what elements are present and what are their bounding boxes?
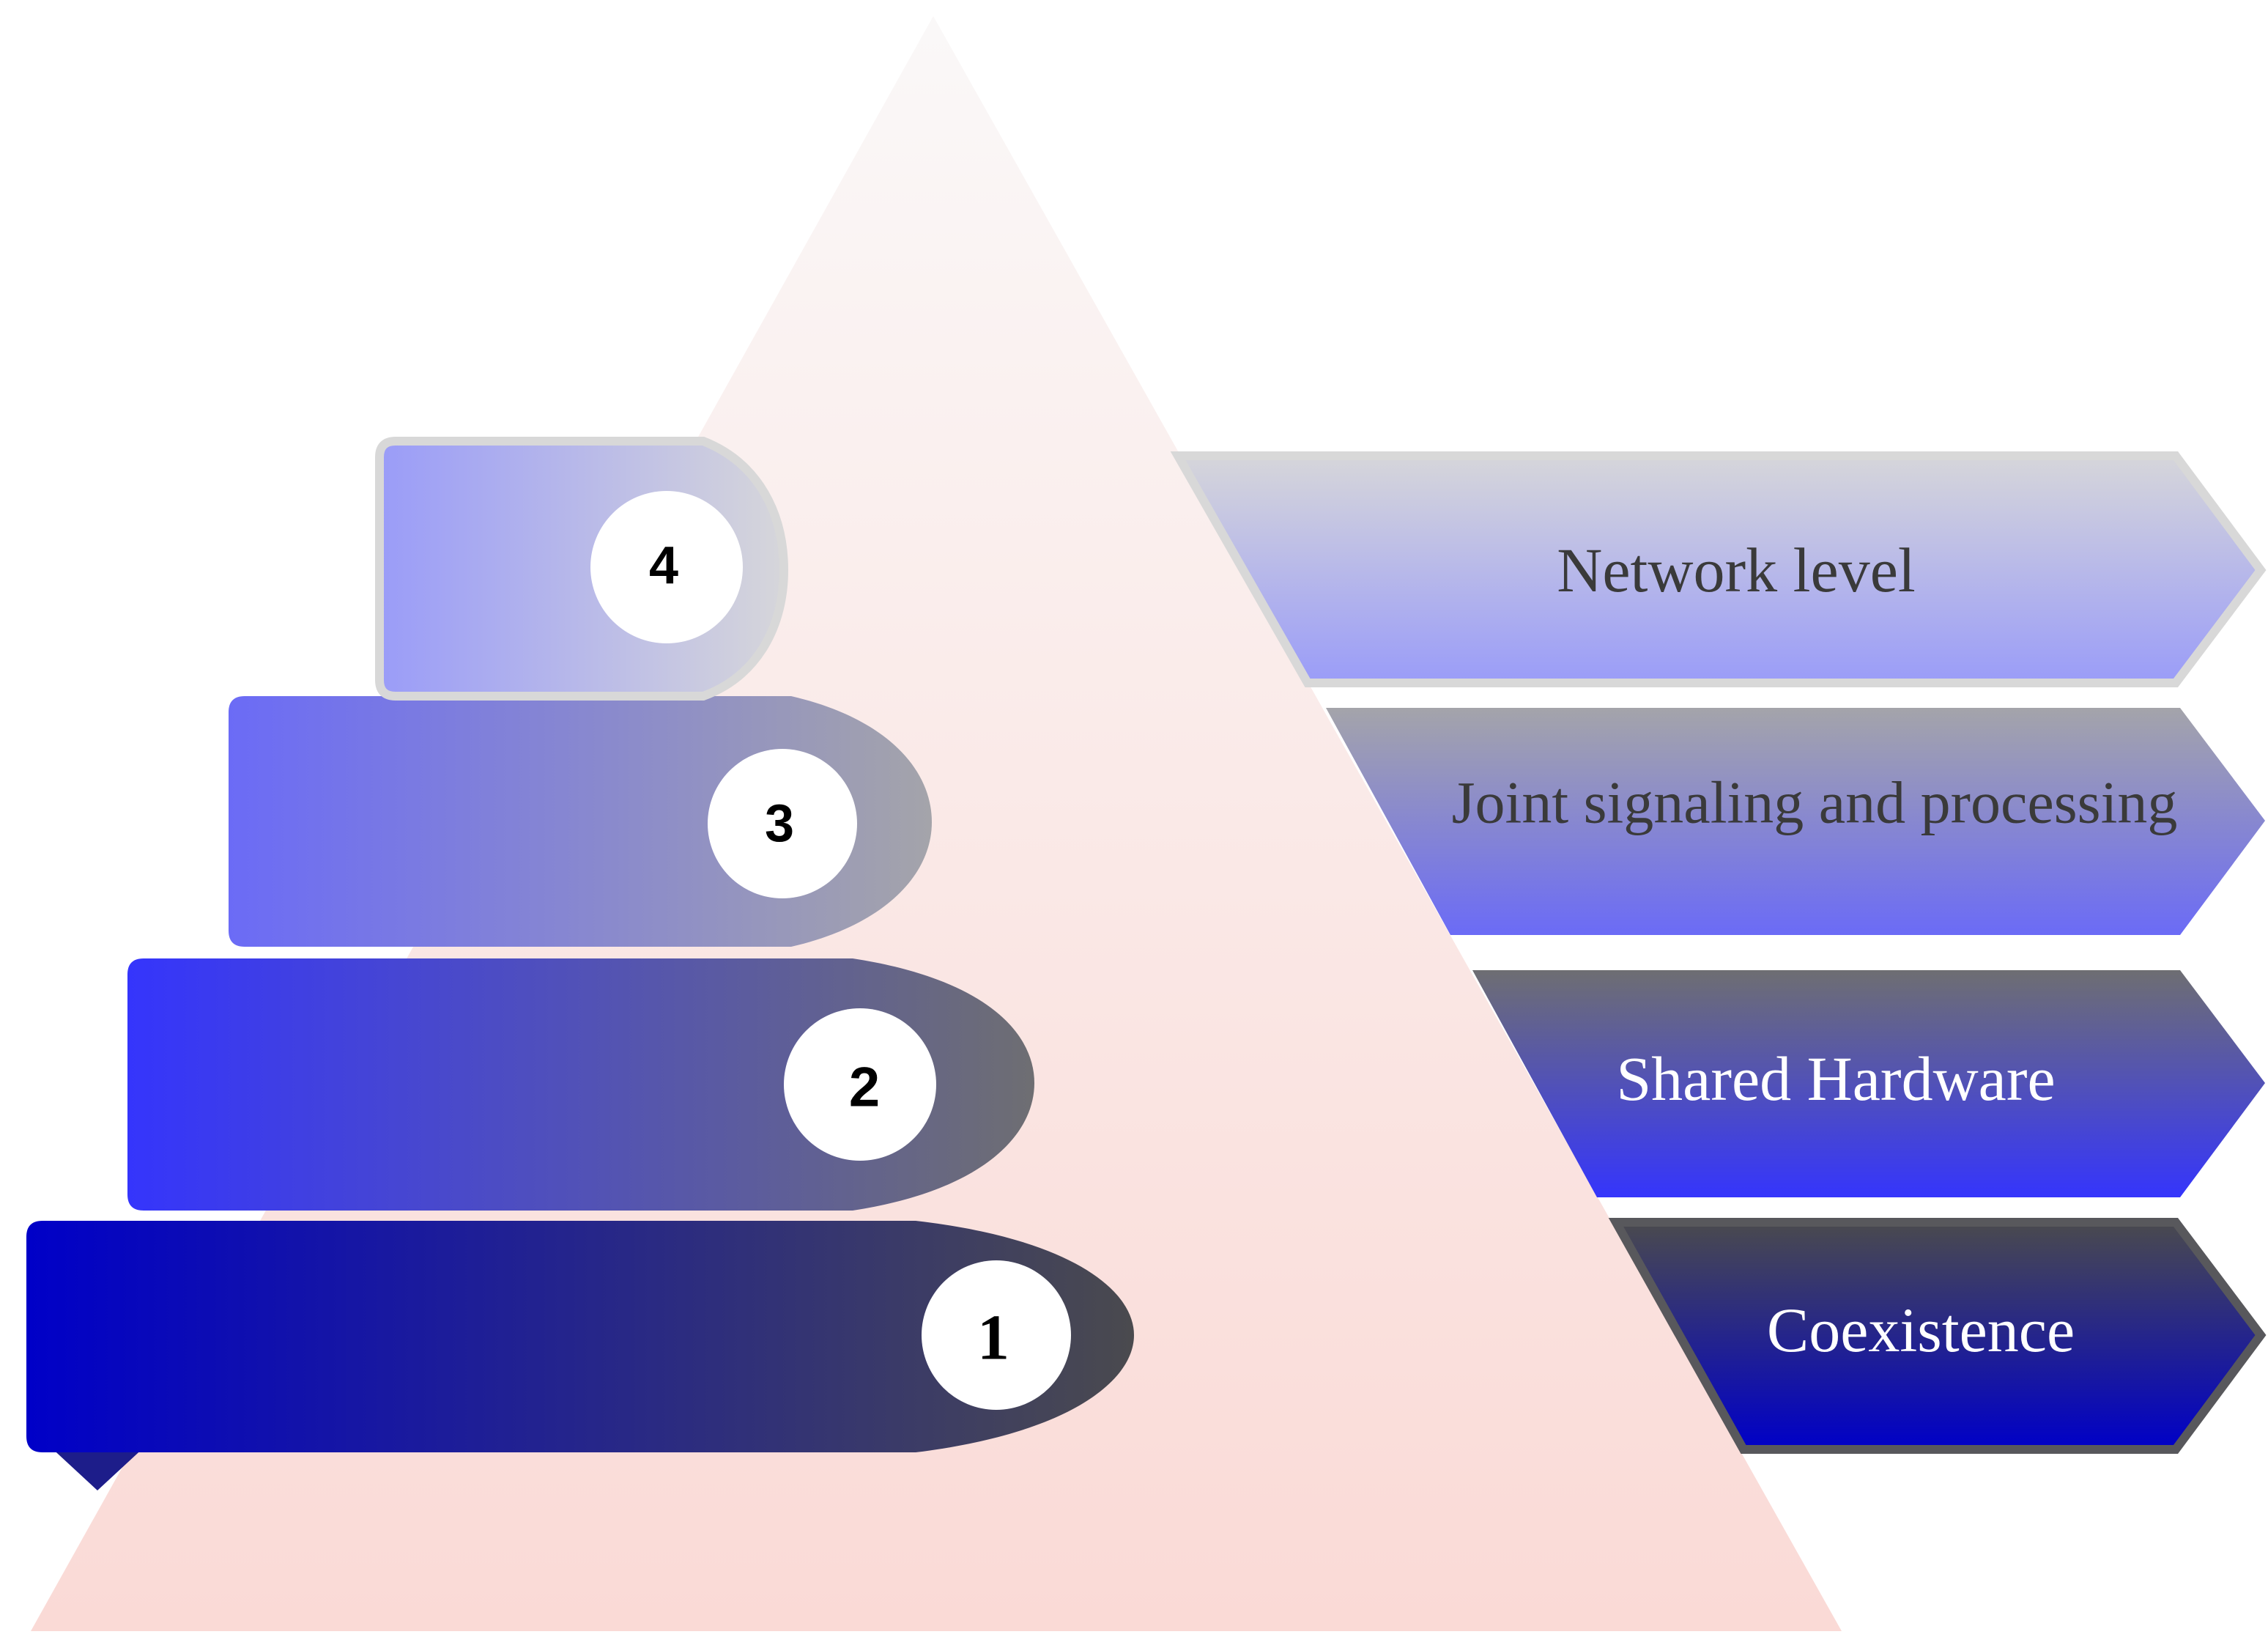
step-bar-1: 1: [26, 1221, 1134, 1490]
label-arrow-3: Joint signaling and processing: [1326, 708, 2265, 935]
label-shared-hardware: Shared Hardware: [1616, 1043, 2055, 1114]
step-badge-2: [784, 1008, 936, 1161]
step-number-2: 2: [849, 1057, 880, 1119]
label-network-level: Network level: [1557, 535, 1916, 605]
label-arrow-4: Network level: [1170, 451, 2267, 687]
label-arrow-2: Shared Hardware: [1472, 970, 2265, 1197]
label-arrow-1: Coexistence: [1608, 1218, 2267, 1454]
step-number-3: 3: [765, 794, 794, 853]
step-badge-4: [590, 491, 743, 643]
label-coexistence: Coexistence: [1767, 1295, 2075, 1365]
step-bar-1-tab: [48, 1445, 147, 1490]
step-bar-3: 3: [229, 696, 932, 947]
label-joint-signaling: Joint signaling and processing: [1452, 769, 2178, 836]
step-badge-3: [708, 749, 857, 898]
step-bar-4: 4: [375, 437, 789, 701]
step-bar-2: 2: [127, 958, 1034, 1211]
step-badge-1: [922, 1260, 1071, 1410]
step-number-4: 4: [649, 536, 678, 595]
step-number-1: 1: [977, 1303, 1009, 1374]
